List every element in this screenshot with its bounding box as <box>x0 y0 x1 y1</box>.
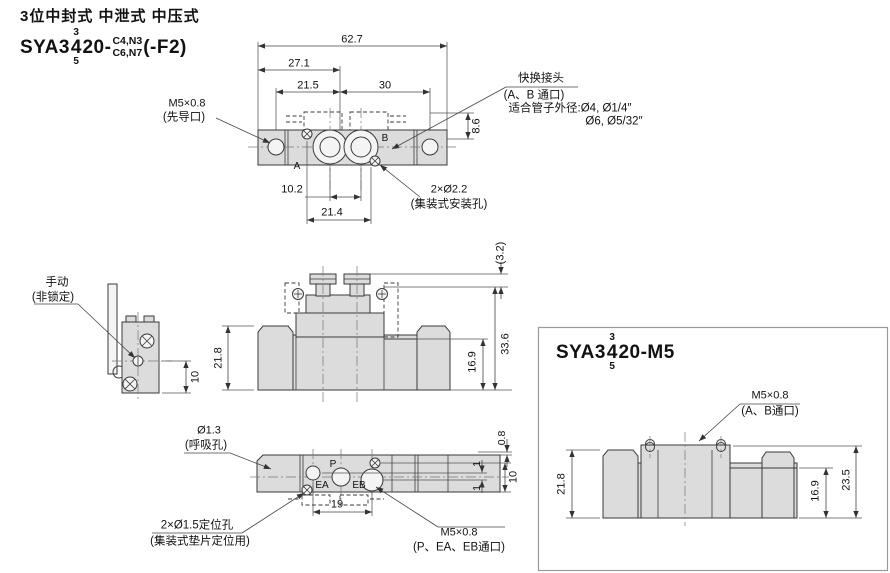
manual-override-note: (非锁定) <box>31 291 75 304</box>
dim-overall-height: 33.6 <box>499 333 512 355</box>
mounting-hole-icon <box>301 128 381 167</box>
port-eb-label: EB <box>352 480 366 491</box>
top-view-drawing <box>215 42 578 224</box>
mounting-hole-label: 2×Ø2.2 <box>430 183 468 196</box>
fitting-title: 快换接头 <box>518 72 564 85</box>
fitting-tube-od-line2: Ø6, Ø5/32″ <box>585 115 643 128</box>
m5-variant-panel <box>537 326 889 572</box>
breath-hole-label: Ø1.3 <box>197 424 221 437</box>
model-prefix: SYA3 <box>20 36 70 58</box>
m5-dim-overall-height: 23.5 <box>840 469 853 491</box>
clip-screw-icon <box>292 288 388 300</box>
dim-height-86: 8.6 <box>470 118 483 134</box>
page-title: 3位中封式 中泄式 中压式 <box>20 8 200 25</box>
m5-port-note: (A、B通口) <box>741 405 799 418</box>
dim-1-upper: 1 <box>470 461 483 467</box>
dim-sub-height: 16.9 <box>466 351 479 373</box>
screw-icon <box>122 333 155 392</box>
breath-hole-note: (呼吸孔) <box>184 439 228 452</box>
dim-height-10: 10 <box>507 470 520 484</box>
ports-label: M5×0.8 <box>440 526 478 539</box>
pilot-port-hole <box>267 138 285 156</box>
locating-hole-label: 2×Ø1.5定位孔 <box>160 519 234 532</box>
front-view-drawing <box>222 262 512 404</box>
port-a-label: A <box>293 161 301 172</box>
port-a-fitting <box>312 129 348 165</box>
ports-note: (P、EA、EB通口) <box>412 541 506 554</box>
dim-manual-height: 10 <box>189 370 202 384</box>
m5-dim-body-height: 21.8 <box>555 473 568 495</box>
dim-pitch-small: 10.2 <box>281 183 303 196</box>
manual-override-icon <box>132 355 144 367</box>
m5-model-prefix: SYA3 <box>556 341 606 363</box>
dim-offset-08: 0.8 <box>495 430 508 446</box>
port-p-hole <box>331 467 351 487</box>
side-view-drawing <box>34 283 191 400</box>
m5-dim-sub-height: 16.9 <box>809 480 822 502</box>
mounting-hole-note: (集装式安装孔) <box>410 198 488 211</box>
dim-1-lower: 1 <box>470 485 483 491</box>
m5-model-tail: 20-M5 <box>618 341 675 363</box>
dim-left-span: 21.5 <box>297 79 319 92</box>
dim-top-offset: (3.2) <box>494 241 507 265</box>
port-p-label: P <box>329 459 337 470</box>
dim-body-height: 21.8 <box>212 347 225 369</box>
fitting-note: (A、B 通口) <box>503 89 565 102</box>
dim-left-center: 27.1 <box>288 57 310 70</box>
pilot-port-label: M5×0.8 <box>168 97 206 110</box>
manual-override-label: 手动 <box>45 276 69 289</box>
panel-border <box>537 326 889 572</box>
m5-port-label: M5×0.8 <box>751 389 789 402</box>
fitting-tube-od-line1: 适合管子外径:Ø4, Ø1/4″ <box>508 102 632 115</box>
port-ea-hole <box>305 465 321 481</box>
port-b-fitting <box>343 129 379 165</box>
dim-overall-width: 62.7 <box>341 33 363 46</box>
locating-hole-icon <box>301 457 381 496</box>
dim-pitch: 21.4 <box>321 206 343 219</box>
dim-right-span: 30 <box>378 79 392 92</box>
locating-hole-note: (集装式垫片定位用) <box>150 535 250 548</box>
model-mid: 20- <box>82 36 112 58</box>
port-ea-label: EA <box>315 480 329 491</box>
pilot-port-note: (先导口) <box>162 111 206 124</box>
model-tail: (-F2) <box>143 36 187 58</box>
bottom-view-drawing <box>152 439 512 534</box>
port-b-label: B <box>381 133 389 144</box>
dim-port-pitch: 19 <box>330 498 344 511</box>
